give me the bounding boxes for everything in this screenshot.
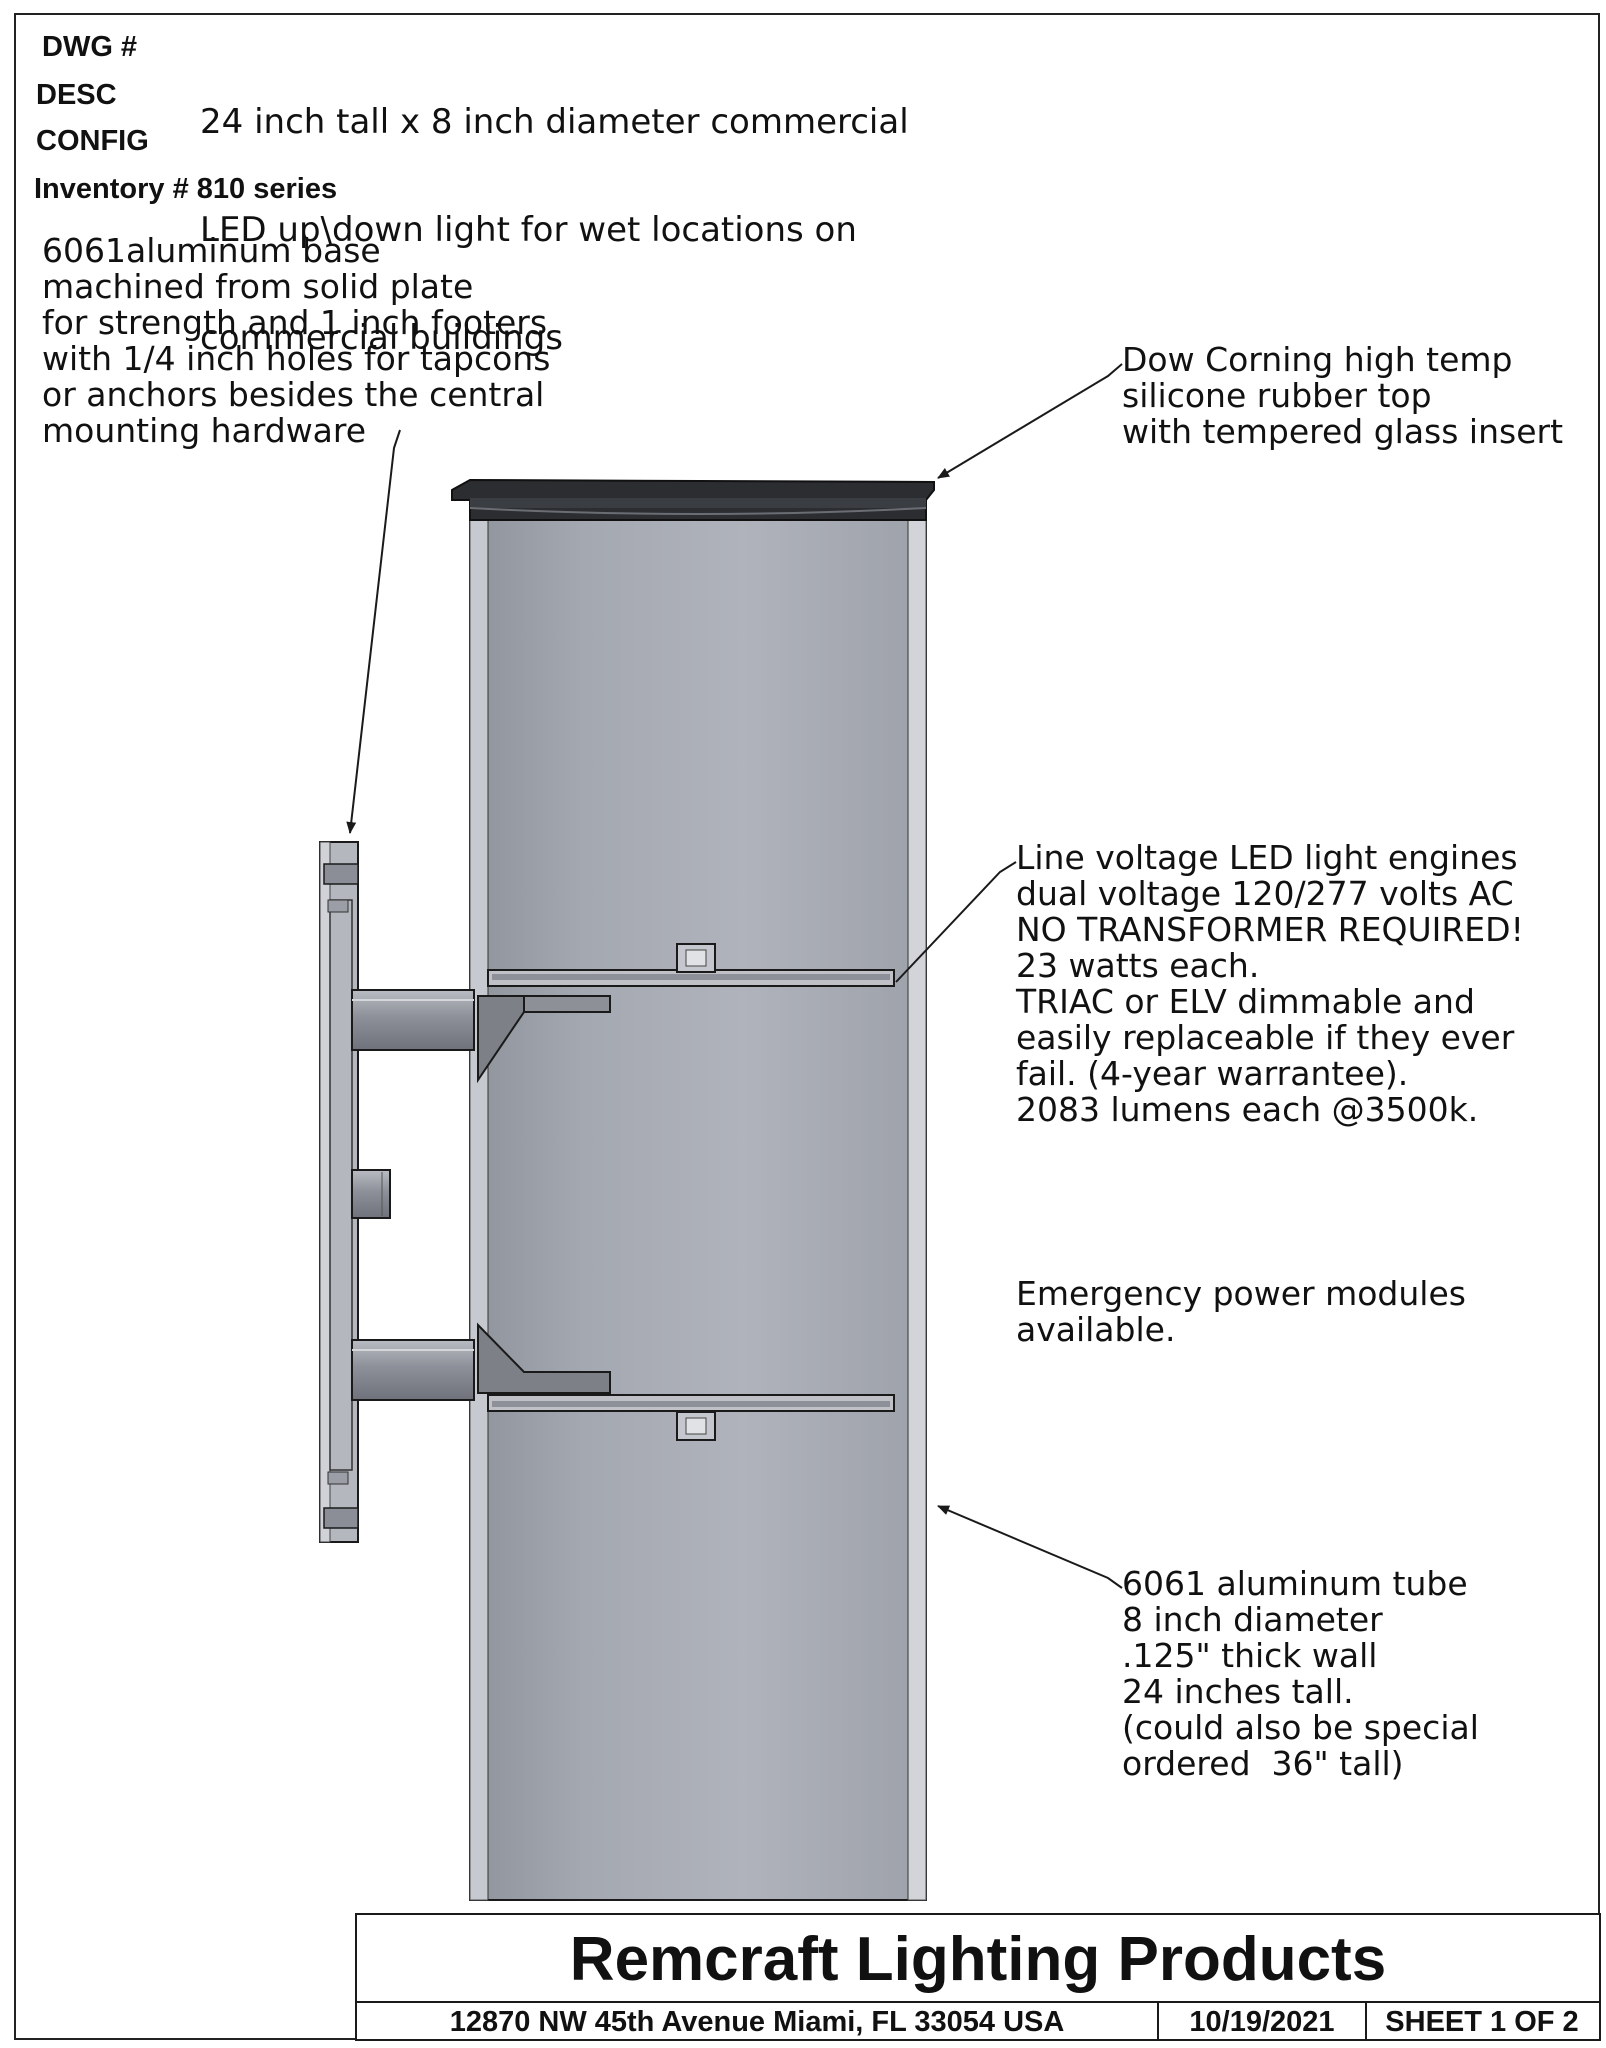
note-line: (could also be special bbox=[1122, 1708, 1479, 1747]
dwg-label: DWG # bbox=[42, 31, 138, 63]
note-line: silicone rubber top bbox=[1122, 376, 1432, 415]
emergency-note: Emergency power modules available. bbox=[1016, 1276, 1466, 1348]
led-engine-lower bbox=[477, 1322, 895, 1441]
note-line: TRIAC or ELV dimmable and bbox=[1016, 982, 1475, 1021]
standoff-lower bbox=[351, 1339, 475, 1401]
note-line: ordered 36" tall) bbox=[1122, 1744, 1404, 1783]
standoff-upper bbox=[351, 989, 475, 1051]
note-line: Emergency power modules bbox=[1016, 1274, 1466, 1313]
base-note: 6061aluminum base machined from solid pl… bbox=[42, 233, 550, 449]
sheet-number: SHEET 1 OF 2 bbox=[1385, 2005, 1579, 2038]
description-line: commercial buildings bbox=[200, 318, 564, 358]
led-engine-upper bbox=[477, 943, 895, 1084]
tube-note: 6061 aluminum tube 8 inch diameter .125"… bbox=[1122, 1566, 1479, 1782]
description-line: LED up\down light for wet locations on bbox=[200, 210, 857, 250]
leader-lines bbox=[346, 363, 1123, 1589]
aluminum-tube bbox=[469, 499, 927, 1901]
note-line: machined from solid plate bbox=[42, 267, 474, 306]
center-hardware bbox=[351, 1169, 391, 1219]
note-line: easily replaceable if they ever bbox=[1016, 1018, 1515, 1057]
note-line: or anchors besides the central bbox=[42, 375, 545, 414]
top-note: Dow Corning high temp silicone rubber to… bbox=[1122, 342, 1563, 450]
title-block-frame bbox=[355, 1913, 1601, 2041]
inventory-label: Inventory # 810 series bbox=[34, 173, 338, 205]
note-line: available. bbox=[1016, 1310, 1176, 1349]
note-line: dual voltage 120/277 volts AC bbox=[1016, 874, 1514, 913]
note-line: 6061 aluminum tube bbox=[1122, 1564, 1468, 1603]
silicone-top bbox=[451, 478, 935, 521]
config-label: CONFIG bbox=[36, 125, 149, 157]
note-line: 23 watts each. bbox=[1016, 946, 1260, 985]
note-line: fail. (4-year warrantee). bbox=[1016, 1054, 1409, 1093]
note-line: .125" thick wall bbox=[1122, 1636, 1378, 1675]
note-line: 24 inches tall. bbox=[1122, 1672, 1354, 1711]
engines-note: Line voltage LED light engines dual volt… bbox=[1016, 840, 1524, 1128]
note-line: 8 inch diameter bbox=[1122, 1600, 1383, 1639]
note-line: with tempered glass insert bbox=[1122, 412, 1564, 451]
note-line: Line voltage LED light engines bbox=[1016, 838, 1518, 877]
company-name: Remcraft Lighting Products bbox=[569, 1924, 1387, 1994]
note-line: 6061aluminum base bbox=[42, 231, 381, 270]
company-address: 12870 NW 45th Avenue Miami, FL 33054 USA bbox=[449, 2005, 1065, 2038]
note-line: with 1/4 inch holes for tapcons bbox=[42, 339, 551, 378]
note-line: Dow Corning high temp bbox=[1122, 340, 1513, 379]
note-line: mounting hardware bbox=[42, 411, 367, 450]
product-description: 24 inch tall x 8 inch diameter commercia… bbox=[200, 32, 909, 428]
note-line: NO TRANSFORMER REQUIRED! bbox=[1016, 910, 1524, 949]
note-line: for strength and 1 inch footers bbox=[42, 303, 548, 342]
drawing-date: 10/19/2021 bbox=[1189, 2005, 1335, 2038]
desc-label: DESC bbox=[36, 79, 117, 111]
description-line: 24 inch tall x 8 inch diameter commercia… bbox=[200, 102, 909, 142]
note-line: 2083 lumens each @3500k. bbox=[1016, 1090, 1479, 1129]
